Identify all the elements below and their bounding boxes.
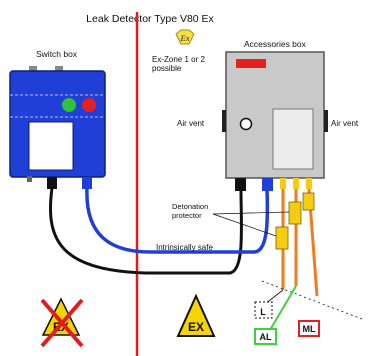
ex-zone-line2: possible: [152, 64, 182, 73]
ex-warning-triangle-icon: EX: [176, 293, 216, 337]
crossed-ex-triangle-icon: EX: [40, 297, 84, 348]
intrinsically-safe-label: Intrinsically safe: [156, 243, 213, 252]
air-vent-left-label: Air vent: [177, 119, 205, 128]
detonation-label-line2: protector: [172, 211, 202, 220]
black-cable-connector-left: [47, 177, 57, 189]
ex-badge-text: Ex: [180, 33, 190, 43]
black-cable-connector-right: [235, 178, 246, 191]
switch-box: [9, 66, 106, 178]
port-ml-box: [298, 320, 320, 337]
port-l-box: [254, 301, 273, 319]
air-vent-hole: [239, 117, 253, 131]
switch-box-label: Switch box: [36, 49, 78, 59]
ex-warning-text: EX: [188, 320, 204, 334]
red-led-icon: [82, 98, 96, 112]
blue-cable: [85, 187, 270, 254]
port-l-label: L: [260, 307, 266, 317]
ex-zone-line1: Ex-Zone 1 or 2: [152, 55, 205, 64]
blue-cable-connector-right: [262, 178, 273, 191]
ex-hexagon-icon: Ex: [175, 29, 195, 45]
air-vent-right-label: Air vent: [331, 119, 359, 128]
accessories-box: [222, 51, 328, 179]
detonation-label-line1: Detonation: [172, 202, 208, 211]
accessories-box-label: Accessories box: [244, 39, 307, 49]
black-cable: [48, 187, 243, 275]
port-ml-label: ML: [303, 324, 316, 334]
blue-cable-connector-left: [82, 177, 92, 189]
port-al-label: AL: [260, 332, 272, 342]
port-al-box: [254, 328, 277, 345]
diagram-title: Leak Detector Type V80 Ex: [86, 13, 214, 25]
detonation-protectors: [275, 192, 315, 250]
green-led-icon: [62, 98, 76, 112]
dashed-boundary-line: [261, 280, 363, 320]
